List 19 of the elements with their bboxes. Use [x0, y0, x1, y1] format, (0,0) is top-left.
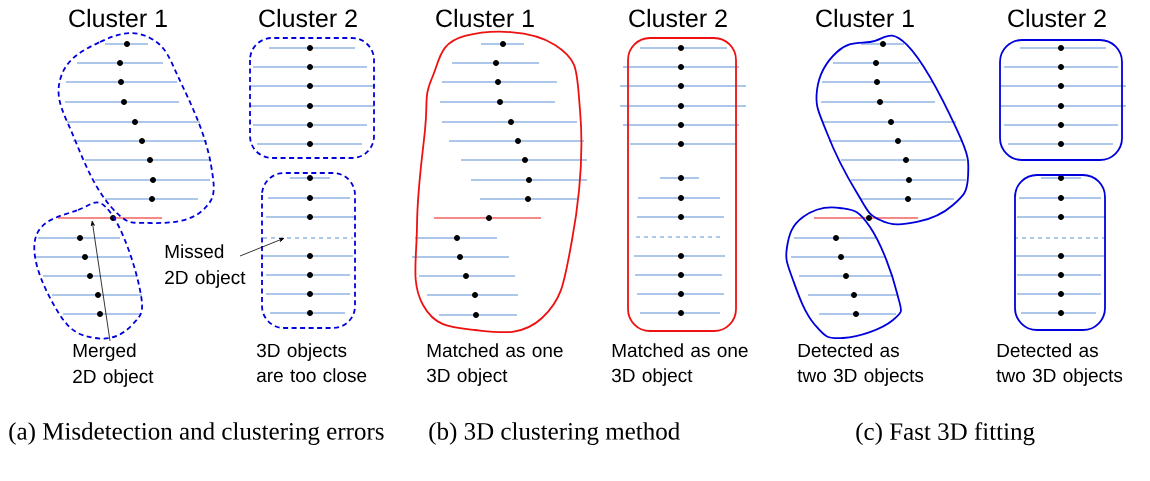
- cluster-heading: Cluster 1: [436, 8, 534, 28]
- cluster-heading: Cluster 2: [259, 8, 357, 28]
- cluster-heading: Cluster 2: [629, 8, 727, 28]
- panel-caption: (b) 3D clustering method: [429, 422, 680, 445]
- cluster-outline: [33, 201, 143, 340]
- annotation-text: Missed 2D object: [165, 244, 246, 288]
- annotation-text: Merged 2D object: [73, 343, 154, 387]
- cluster-caption: Matched as one 3D object: [426, 343, 563, 386]
- cluster-caption: 3D objects are too close: [256, 343, 367, 383]
- cluster-heading: Cluster 1: [816, 8, 914, 28]
- cluster-heading: Cluster 1: [69, 8, 167, 28]
- cluster-caption: Detected as two 3D objects: [996, 343, 1123, 386]
- leader-arrow: [239, 237, 285, 257]
- leader-arrow: [90, 220, 111, 342]
- cluster-caption: Matched as one 3D object: [611, 343, 748, 386]
- panel-caption: (a) Misdetection and clustering errors: [9, 422, 384, 445]
- panel-caption: (c) Fast 3D fitting: [856, 422, 1035, 446]
- cluster-heading: Cluster 2: [1008, 8, 1106, 28]
- cluster-caption: Detected as two 3D objects: [797, 343, 924, 386]
